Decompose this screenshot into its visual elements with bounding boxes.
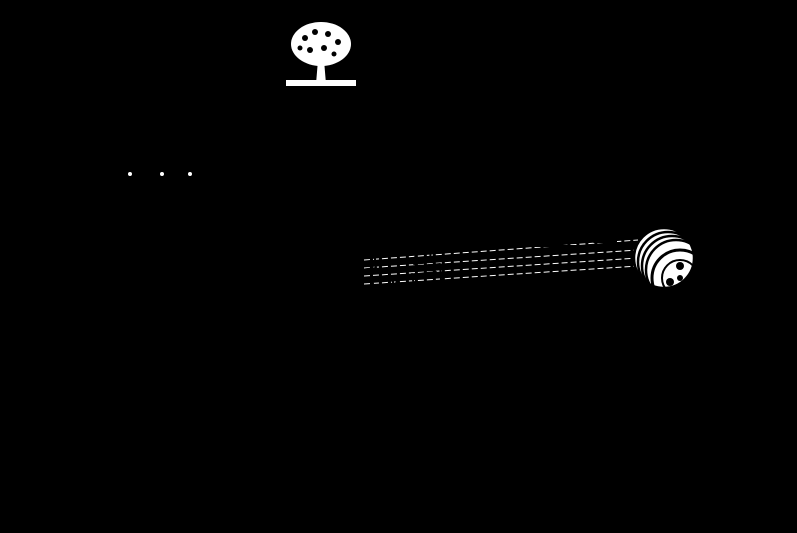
button-keyboard-box <box>597 71 739 227</box>
keyboard-button[interactable] <box>650 84 659 93</box>
keyboard-button[interactable] <box>678 142 687 151</box>
note-card <box>114 93 238 170</box>
keyboard-button[interactable] <box>684 113 693 122</box>
tree-picture <box>284 20 358 88</box>
right-drawer-handle[interactable] <box>628 425 698 437</box>
keyboard-button[interactable] <box>625 142 634 151</box>
keyboard-button[interactable] <box>707 99 716 108</box>
small-motor <box>453 283 489 309</box>
projector-lamp-housing <box>151 191 213 347</box>
keyboard-button[interactable] <box>638 142 647 151</box>
recess-corner-left <box>37 195 79 231</box>
keyboard-button[interactable] <box>680 99 689 108</box>
knee-hole <box>242 361 556 533</box>
keyboard-button[interactable] <box>624 84 633 93</box>
reel-wheel-left <box>106 222 158 274</box>
keyboard-button[interactable] <box>677 84 686 93</box>
right-viewing-screen <box>427 7 527 133</box>
desk-top-cables <box>111 134 721 301</box>
keyboard-buttons[interactable] <box>610 84 727 155</box>
film-reel-right <box>632 226 711 337</box>
keyboard-button[interactable] <box>658 113 666 122</box>
lens-stand <box>234 256 270 311</box>
left-screen-counter-cells <box>292 95 349 109</box>
keyboard-button[interactable] <box>711 113 719 122</box>
keyboard-button[interactable] <box>690 84 699 93</box>
text-page-picture <box>440 24 514 82</box>
lever-handle[interactable] <box>704 151 735 167</box>
rotating-cylinder <box>515 282 561 353</box>
keyboard-button[interactable] <box>718 142 727 151</box>
keyboard-button[interactable] <box>714 128 723 136</box>
keyboard-button[interactable] <box>627 99 636 108</box>
left-foot-gauge <box>85 299 107 343</box>
keyboard-button[interactable] <box>691 142 700 151</box>
keyboard-button[interactable] <box>637 84 646 93</box>
keyboard-button[interactable] <box>622 128 630 136</box>
keyboard-button[interactable] <box>661 128 670 136</box>
keyboard-button[interactable] <box>652 142 661 151</box>
recording-camera <box>515 195 641 247</box>
film-reel-left <box>280 189 367 335</box>
left-drawer[interactable] <box>35 367 235 497</box>
keyboard-button[interactable] <box>618 113 627 122</box>
keyboard-button[interactable] <box>671 113 680 122</box>
gas-tanks <box>87 183 153 301</box>
keyboard-button[interactable] <box>703 84 712 93</box>
keyboard-button[interactable] <box>644 113 653 122</box>
keyboard-button[interactable] <box>614 99 623 108</box>
keyboard-button[interactable] <box>648 128 657 136</box>
right-screen-counter <box>437 95 517 109</box>
keyboard-button[interactable] <box>701 128 710 136</box>
keyboard-button[interactable] <box>675 128 683 136</box>
keyboard-button[interactable] <box>631 113 640 122</box>
keyboard-button[interactable] <box>665 142 674 151</box>
keyboard-button[interactable] <box>667 99 676 108</box>
keyboard-button[interactable] <box>641 99 650 108</box>
desk-inner-floor <box>37 299 757 358</box>
keyboard-button[interactable] <box>697 113 706 122</box>
keyboard-button[interactable] <box>705 142 714 151</box>
keyboard-button[interactable] <box>688 128 697 136</box>
left-screen-counter <box>281 95 361 109</box>
right-screen-counter-cells <box>448 95 505 109</box>
note-card-writing <box>135 105 227 161</box>
left-drawer-handle[interactable] <box>95 425 167 437</box>
upright-post <box>573 285 591 329</box>
keyboard-button[interactable] <box>663 84 672 93</box>
keyboard-button[interactable] <box>654 99 663 108</box>
left-viewing-screen <box>271 7 371 133</box>
keyboard-button[interactable] <box>694 99 703 108</box>
keyboard-button[interactable] <box>610 84 619 93</box>
keyboard-button[interactable] <box>635 128 644 136</box>
gate-mechanism <box>349 227 447 345</box>
right-drawer[interactable] <box>562 367 758 497</box>
small-camera-left <box>203 261 231 305</box>
